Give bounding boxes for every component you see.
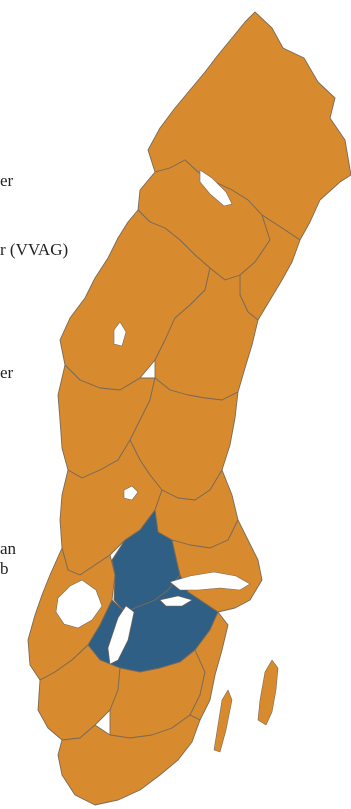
legend-label: an [0, 539, 17, 558]
legend-label: er [0, 363, 14, 382]
region-oland[interactable] [213, 689, 233, 753]
lake-torne [199, 169, 233, 207]
region-south-east[interactable] [189, 611, 229, 721]
lake-malaren [169, 571, 251, 591]
lake-siljan [123, 485, 139, 501]
lake-hjalmaren [159, 595, 193, 607]
legend-label: b [0, 559, 9, 578]
region-south-tip[interactable] [57, 714, 201, 806]
legend-label: er [0, 171, 14, 190]
region-gotland[interactable] [257, 659, 279, 726]
lake-vattern [107, 605, 135, 665]
lake-storsjon [113, 321, 127, 347]
legend-label: r (VVAG) [0, 240, 69, 259]
lake-vanern [55, 579, 103, 629]
